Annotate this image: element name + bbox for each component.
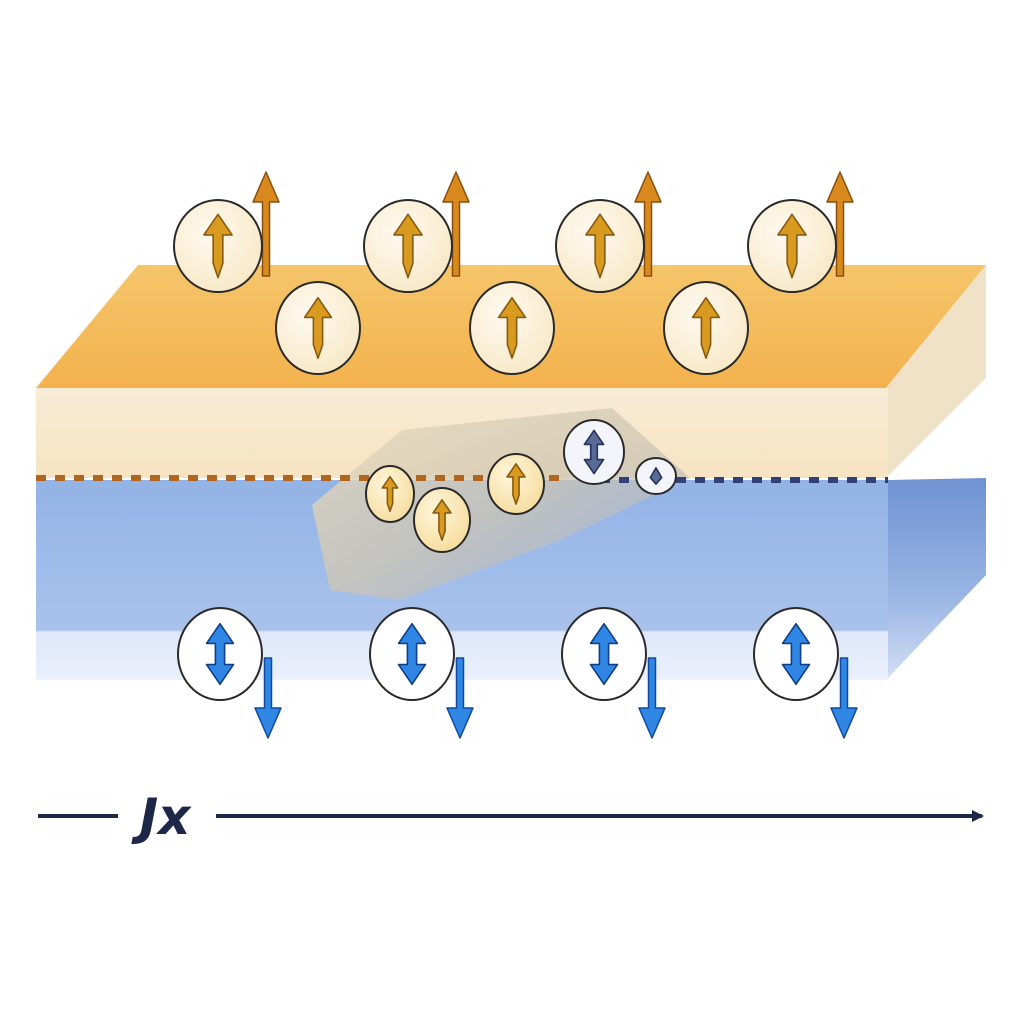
bottom-row-spin-4 — [753, 607, 839, 701]
top-front-spin-2 — [469, 281, 555, 375]
spin-up-arrow-icon — [777, 213, 807, 279]
bottom-row-spin-2 — [369, 607, 455, 701]
bottom-row-spin-arrow-down-icon-1 — [254, 657, 282, 739]
spin-both-arrow-icon — [205, 622, 235, 686]
bottom-row-spin-arrow-down-icon-2 — [446, 657, 474, 739]
spin-up-arrow-icon — [497, 296, 527, 360]
interface-spin-1 — [365, 465, 415, 523]
bottom-row-spin-3 — [561, 607, 647, 701]
spin-up-arrow-icon — [381, 475, 399, 513]
current-label: Jx — [131, 788, 193, 846]
top-front-spin-1 — [275, 281, 361, 375]
top-row-spin-arrow-up-icon-1 — [252, 171, 280, 277]
bottom-row-spin-arrow-down-icon-4 — [830, 657, 858, 739]
interface-spin-3 — [487, 453, 545, 515]
spin-up-arrow-icon — [432, 499, 452, 541]
top-row-spins — [173, 171, 854, 293]
top-row-spin-arrow-up-icon-3 — [634, 171, 662, 277]
bottom-layer-side-face — [886, 478, 986, 680]
top-layer-side-face — [886, 265, 986, 478]
top-row-spin-3 — [555, 199, 645, 293]
spin-both-arrow-icon — [781, 622, 811, 686]
top-row-spin-arrow-up-icon-4 — [826, 171, 854, 277]
spin-down-arrow-icon — [649, 467, 663, 485]
spin-up-arrow-icon — [691, 296, 721, 360]
top-row-spin-1 — [173, 199, 263, 293]
top-row-spin-4 — [747, 199, 837, 293]
top-front-spin-3 — [663, 281, 749, 375]
interface-spin-2 — [413, 487, 471, 553]
bottom-row-spin-arrow-down-icon-3 — [638, 657, 666, 739]
spin-up-arrow-icon — [585, 213, 615, 279]
interface-spins — [365, 419, 677, 553]
bottom-row-spins — [177, 607, 858, 739]
top-row-spin-2 — [363, 199, 453, 293]
spin-both-arrow-icon — [397, 622, 427, 686]
interface-spin-4 — [563, 419, 625, 485]
spin-up-arrow-icon — [203, 213, 233, 279]
spin-up-arrow-icon — [506, 463, 526, 505]
top-front-spins — [275, 281, 749, 375]
spin-up-arrow-icon — [393, 213, 423, 279]
spin-both-arrow-icon — [589, 622, 619, 686]
bottom-row-spin-1 — [177, 607, 263, 701]
spin-transition-arrow-icon — [583, 429, 605, 475]
interface-spin-5 — [635, 457, 677, 495]
current-axis: Jx — [38, 788, 984, 846]
top-row-spin-arrow-up-icon-2 — [442, 171, 470, 277]
spin-up-arrow-icon — [303, 296, 333, 360]
